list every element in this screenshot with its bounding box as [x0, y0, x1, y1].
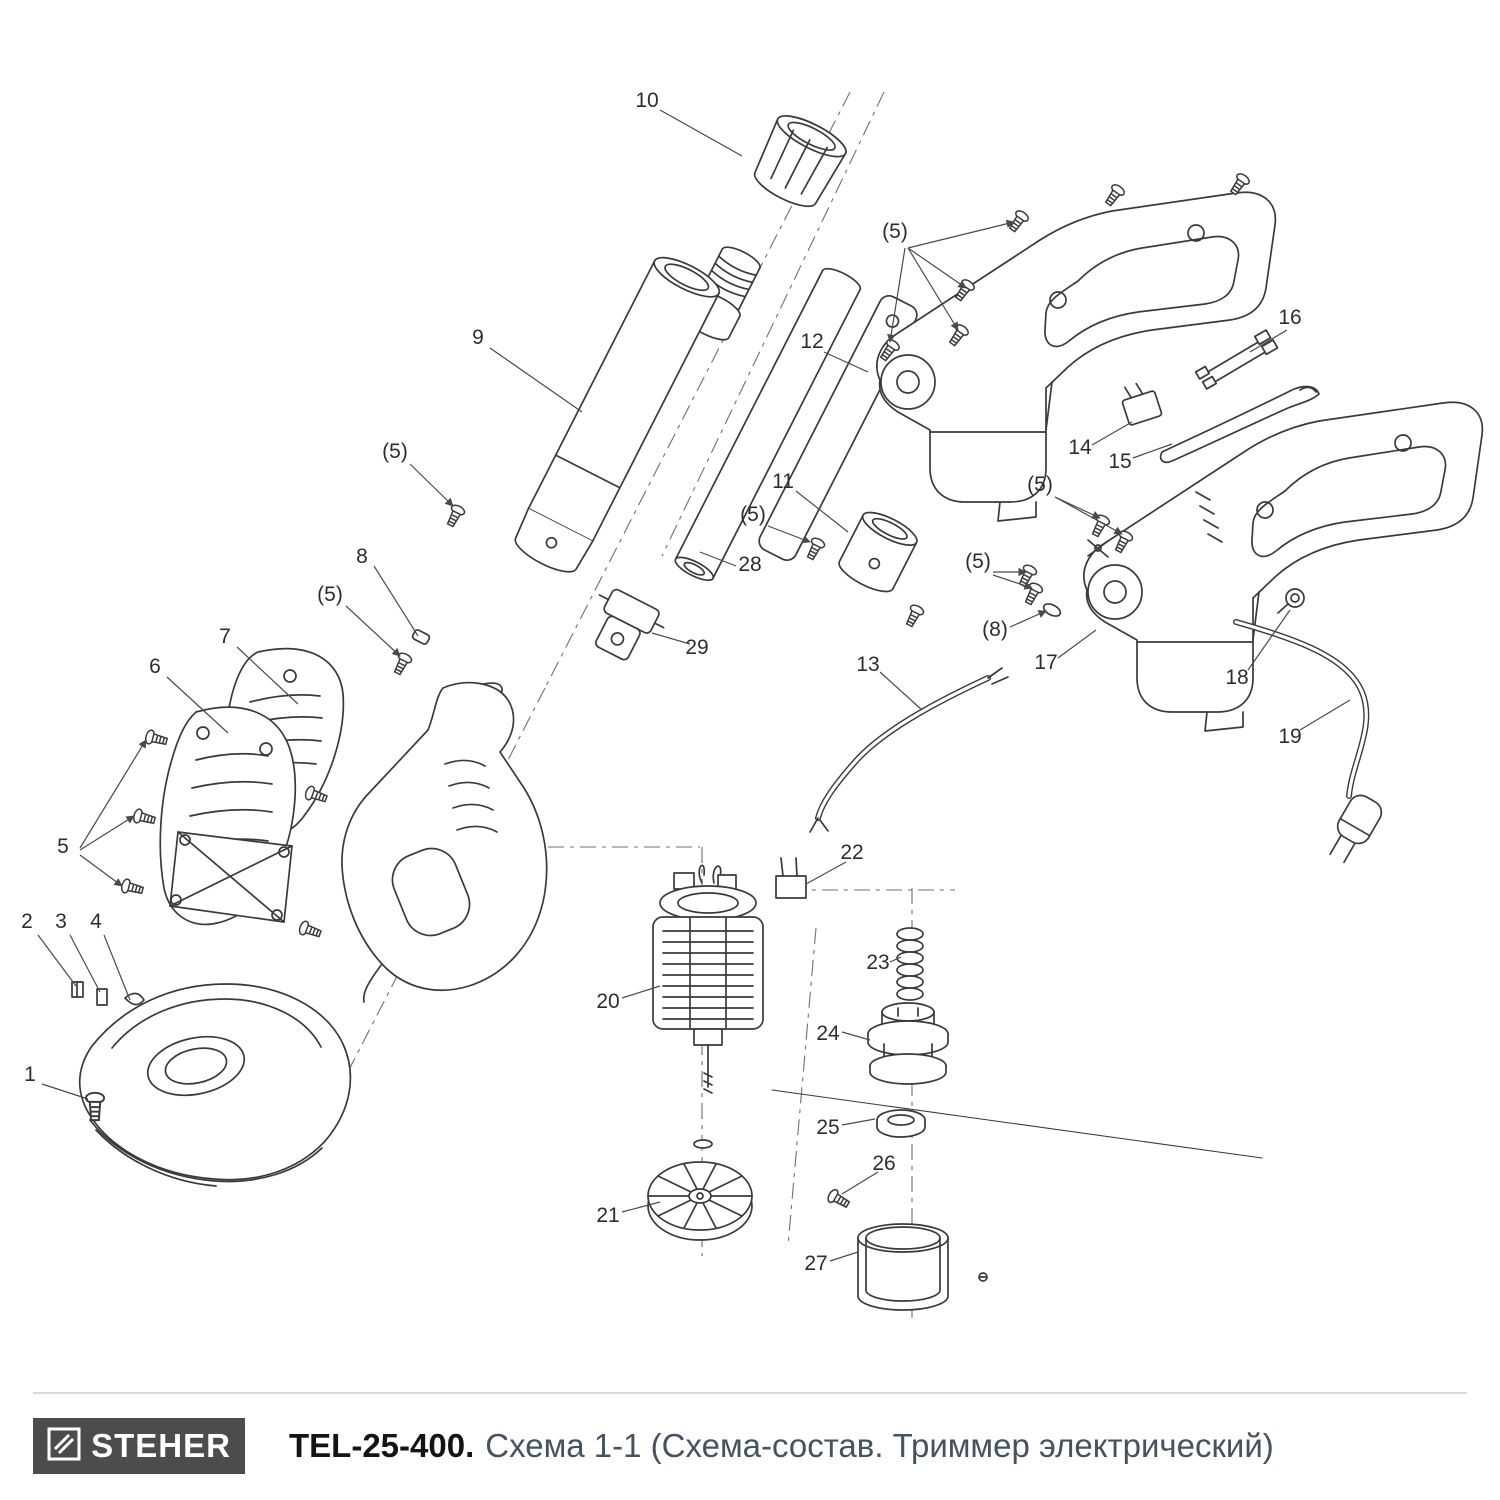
power-plug — [1329, 794, 1383, 864]
shaft-bracket — [595, 588, 665, 661]
capacitor-block — [775, 857, 807, 899]
handle-housing-half-2 — [1083, 401, 1484, 732]
footer-divider — [33, 1392, 1467, 1394]
trimmer-line — [771, 1089, 1263, 1159]
steher-logo-text: STEHER — [91, 1427, 231, 1464]
motor-housing — [341, 681, 548, 1003]
button-part — [1277, 588, 1305, 614]
footer: STEHER TEL-25-400. Схема 1-1 (Схема-соста… — [0, 1392, 1500, 1500]
spool-spring — [896, 927, 924, 1001]
diagram-title-text: Схема 1-1 (Схема-состав. Триммер электри… — [485, 1427, 1274, 1464]
center-axes — [334, 91, 955, 1318]
electric-motor — [652, 864, 764, 1094]
trigger-lever — [1159, 385, 1320, 464]
guard-clips — [71, 981, 145, 1006]
power-cable — [1233, 619, 1383, 864]
steher-logo-icon — [47, 1427, 81, 1466]
diagram-title: TEL-25-400. Схема 1-1 (Схема-состав. Трим… — [289, 1427, 1274, 1465]
spool-cup — [857, 1223, 949, 1311]
fan-impeller — [647, 1161, 753, 1241]
leader-lines — [37, 109, 1351, 1262]
cross-clip — [1087, 539, 1109, 558]
shaft-collar — [838, 511, 918, 593]
handle-housing-half — [876, 191, 1277, 522]
wire-terminals — [1194, 329, 1279, 390]
diagram-title-model: TEL-25-400. — [289, 1427, 475, 1464]
spool-ring — [876, 1109, 926, 1138]
guard-clamp-frame — [169, 831, 293, 923]
shaft-lock-knob — [753, 115, 847, 208]
switch-block — [1121, 382, 1163, 426]
cup-screw — [978, 1272, 988, 1282]
housing-grip-ribs — [1195, 491, 1223, 543]
safety-guard-shield — [78, 983, 352, 1187]
steher-logo: STEHER — [33, 1418, 245, 1474]
line-spool — [867, 1002, 949, 1085]
internal-wire — [809, 667, 1009, 833]
nut-clip-right — [1042, 603, 1062, 617]
shaft-washer — [693, 1139, 713, 1149]
diagram-drawing — [37, 91, 1484, 1318]
lower-shaft-tube — [674, 267, 862, 582]
upper-shaft-tube — [514, 256, 721, 573]
